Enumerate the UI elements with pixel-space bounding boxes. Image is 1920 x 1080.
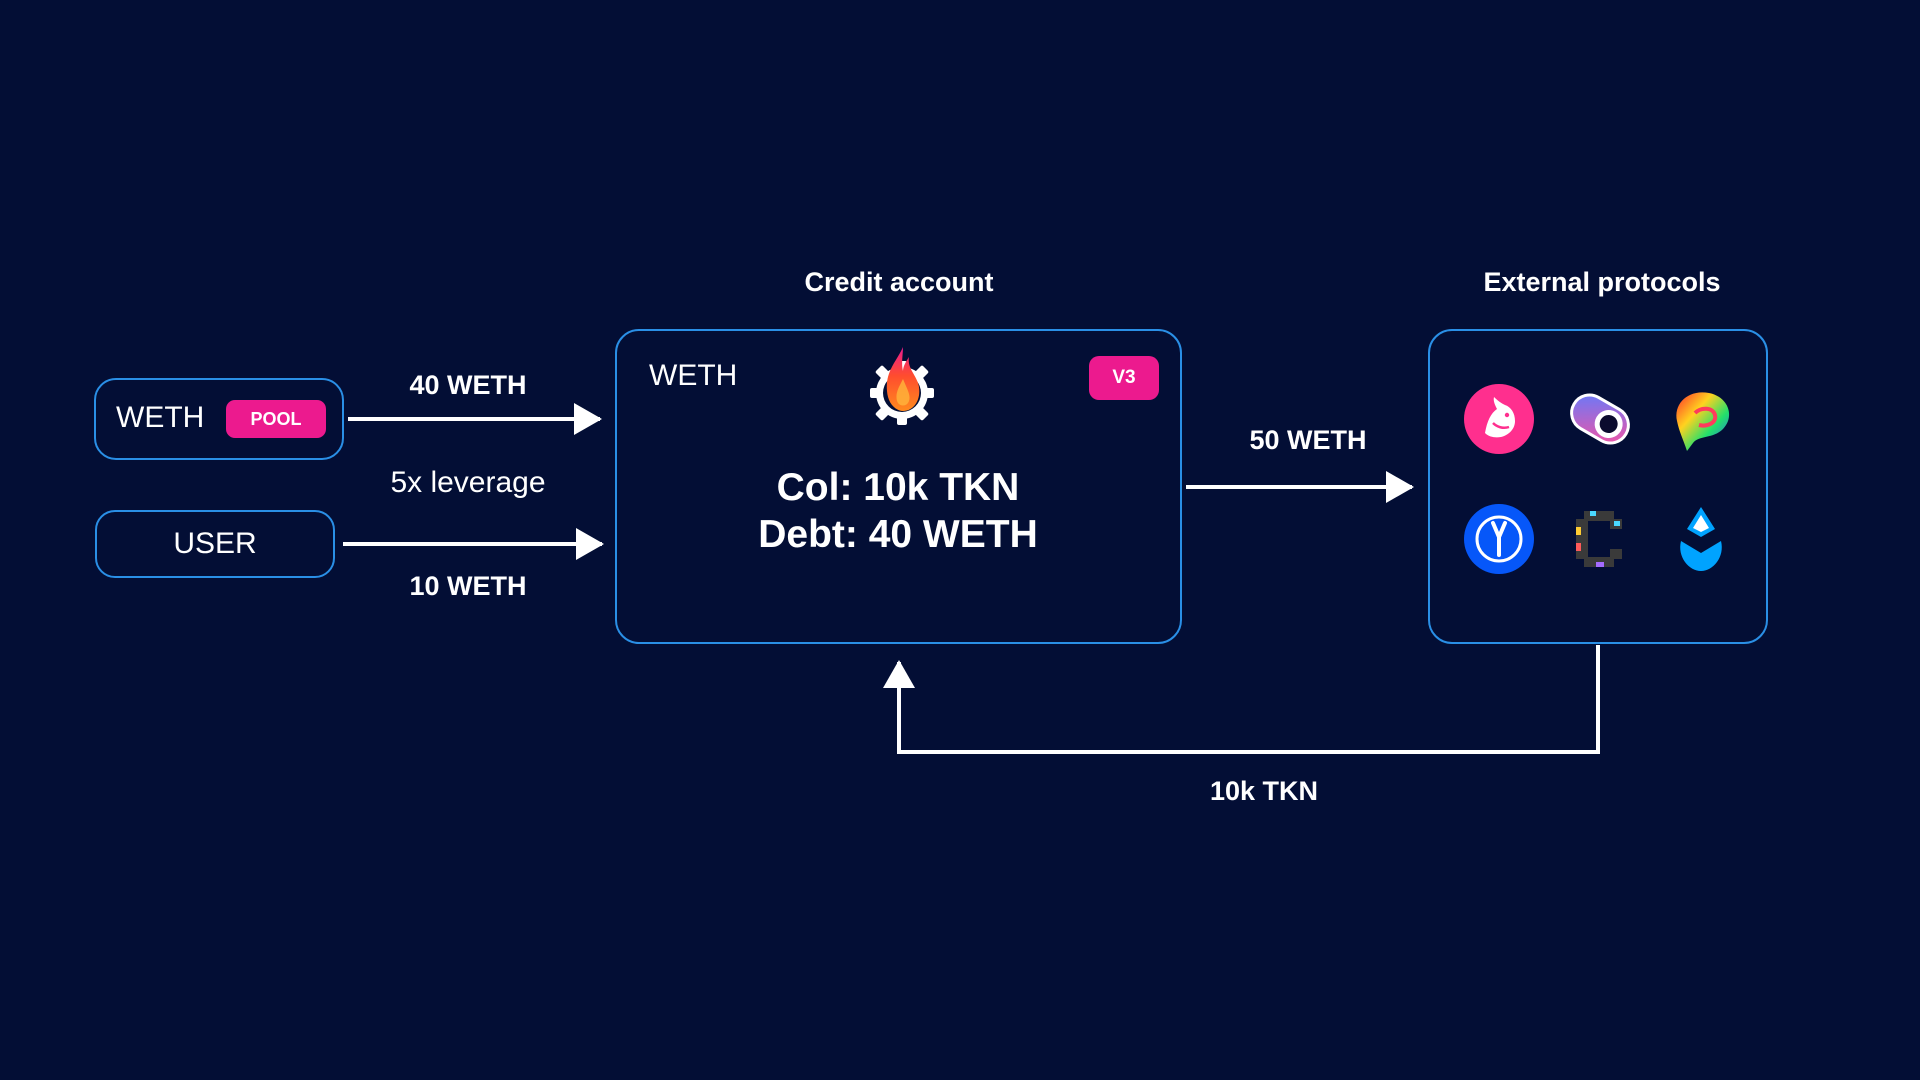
user-to-account-amount: 10 WETH (409, 571, 527, 601)
user-box[interactable]: USER (95, 510, 335, 578)
curve-icon[interactable] (1665, 383, 1737, 455)
protocols-to-account-amount: 10k TKN (1209, 776, 1319, 806)
credit-account-title: Credit account (804, 267, 994, 297)
lido-icon[interactable] (1665, 503, 1737, 575)
credit-account-asset: WETH (649, 359, 738, 392)
credit-account-box[interactable]: WETH V3 Col: 10k TKN Debt: 40 WETH (615, 329, 1182, 644)
convex-icon[interactable] (1564, 503, 1636, 575)
leverage-label: 5x leverage (390, 466, 546, 499)
account-to-protocols-amount: 50 WETH (1249, 425, 1367, 455)
collateral-text: Col: 10k TKN (776, 466, 1020, 509)
user-label: USER (173, 527, 257, 560)
version-badge: V3 (1089, 356, 1159, 400)
pool-asset-label: WETH (116, 401, 205, 434)
arrow-protocols-to-account (883, 645, 1600, 754)
pool-badge: POOL (226, 400, 326, 438)
weth-pool-box[interactable]: WETH POOL (94, 378, 344, 460)
uniswap-icon[interactable] (1463, 383, 1535, 455)
sushiswap-icon[interactable] (1564, 383, 1636, 455)
pool-to-account-amount: 40 WETH (409, 370, 527, 400)
yearn-icon[interactable] (1463, 503, 1535, 575)
external-protocols-title: External protocols (1483, 267, 1721, 297)
debt-text: Debt: 40 WETH (758, 513, 1038, 556)
external-protocols-box[interactable] (1428, 329, 1768, 644)
gearbox-flame-gear-icon (870, 347, 934, 425)
